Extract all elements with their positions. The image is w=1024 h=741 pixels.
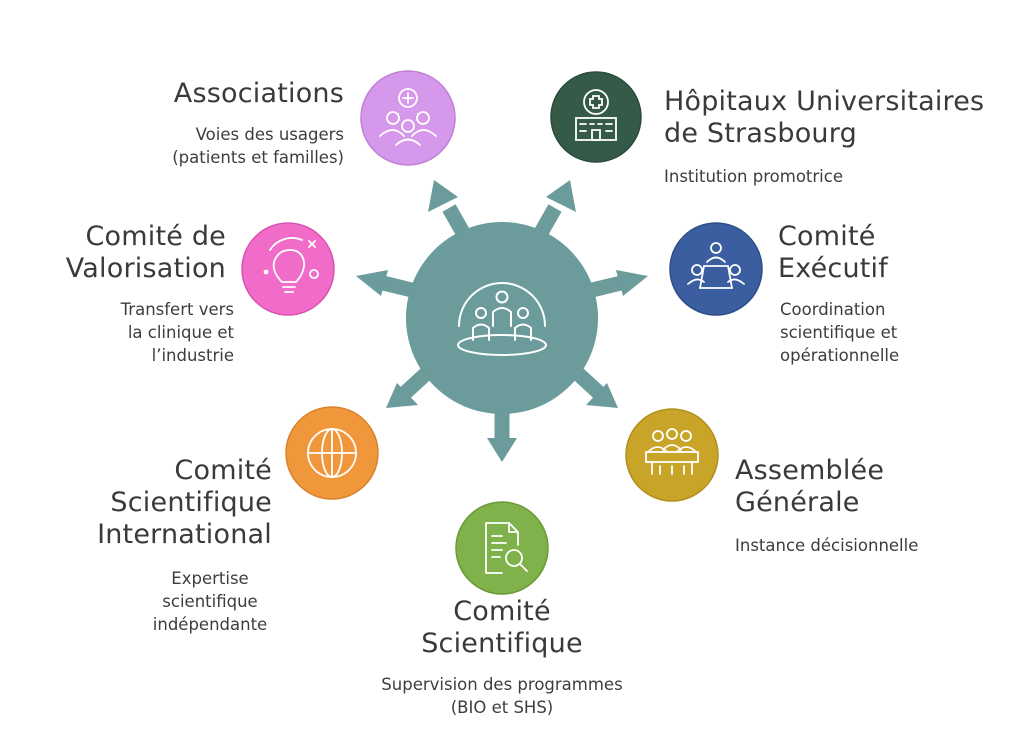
title-line: Hôpitaux Universitaires [664, 86, 985, 117]
title-line: Scientifique [110, 487, 272, 518]
desc-line: opérationnelle [780, 346, 900, 365]
scientifique-title: Comité Scientifique [352, 596, 652, 660]
desc-line: Transfert vers [120, 300, 234, 319]
scientifique-node [455, 501, 549, 595]
associations-desc: Voies des usagers (patients et familles) [172, 123, 344, 169]
international-node [285, 406, 379, 500]
lightbulb-icon [263, 237, 319, 293]
hopitaux-node [550, 71, 642, 163]
desc-line: (patients et familles) [172, 148, 344, 167]
valorisation-circle [241, 222, 335, 316]
scientifique-circle [455, 501, 549, 595]
desc-line: (BIO et SHS) [450, 698, 554, 717]
central-hub [356, 180, 648, 462]
title-line: Associations [173, 78, 344, 109]
desc-line: l’industrie [151, 346, 234, 365]
title-line: Comité [453, 596, 551, 627]
title-line: International [97, 519, 272, 550]
associations-title: Associations [174, 78, 344, 110]
title-line: Générale [735, 487, 860, 518]
desc-line: scientifique et [780, 323, 898, 342]
associations-circle [360, 70, 456, 166]
valorisation-node [241, 222, 335, 316]
assembly-icon [645, 428, 699, 475]
title-line: Scientifique [421, 628, 583, 659]
hopitaux-desc: Institution promotrice [664, 165, 843, 188]
scientifique-desc: Supervision des programmes (BIO et SHS) [352, 673, 652, 719]
desc-line: la clinique et [127, 323, 234, 342]
hopitaux-title: Hôpitaux Universitaires de Strasbourg [664, 86, 984, 150]
meeting-table-icon [687, 242, 745, 289]
international-title: Comité Scientifique International [97, 455, 272, 551]
document-search-icon [485, 522, 528, 574]
desc-line: Institution promotrice [664, 167, 843, 186]
assemblee-title: Assemblée Générale [735, 455, 884, 519]
desc-line: Voies des usagers [195, 125, 344, 144]
assemblee-circle [625, 408, 719, 502]
title-line: Comité [778, 221, 876, 252]
title-line: Comité [174, 455, 272, 486]
title-line: Comité de [85, 221, 226, 252]
desc-line: Supervision des programmes [381, 675, 623, 694]
assemblee-desc: Instance décisionnelle [735, 534, 918, 557]
arrow-to-international [386, 364, 436, 408]
hospital-icon [575, 89, 617, 141]
valorisation-title: Comité de Valorisation [66, 221, 226, 285]
hub-circle [406, 222, 598, 414]
desc-line: Expertise [171, 569, 249, 588]
associations-node [360, 70, 456, 166]
title-line: Assemblée [735, 455, 885, 486]
valorisation-desc: Transfert vers la clinique et l’industri… [121, 298, 234, 367]
desc-line: Coordination [780, 300, 886, 319]
title-line: Exécutif [778, 253, 888, 284]
arrow-to-assemblee [568, 364, 618, 408]
hopitaux-circle [550, 71, 642, 163]
executif-desc: Coordination scientifique et opérationne… [780, 298, 899, 367]
executif-title: Comité Exécutif [778, 221, 888, 285]
executif-node [669, 222, 763, 316]
desc-line: scientifique [162, 592, 258, 611]
desc-line: indépendante [152, 615, 268, 634]
desc-line: Instance décisionnelle [735, 536, 919, 555]
international-desc: Expertise scientifique indépendante [130, 567, 290, 636]
title-line: Valorisation [65, 253, 226, 284]
team-dome-icon [457, 282, 547, 356]
globe-icon [307, 428, 357, 478]
assemblee-node [625, 408, 719, 502]
title-line: de Strasbourg [664, 118, 857, 149]
people-plus-icon [379, 88, 437, 146]
executif-circle [669, 222, 763, 316]
